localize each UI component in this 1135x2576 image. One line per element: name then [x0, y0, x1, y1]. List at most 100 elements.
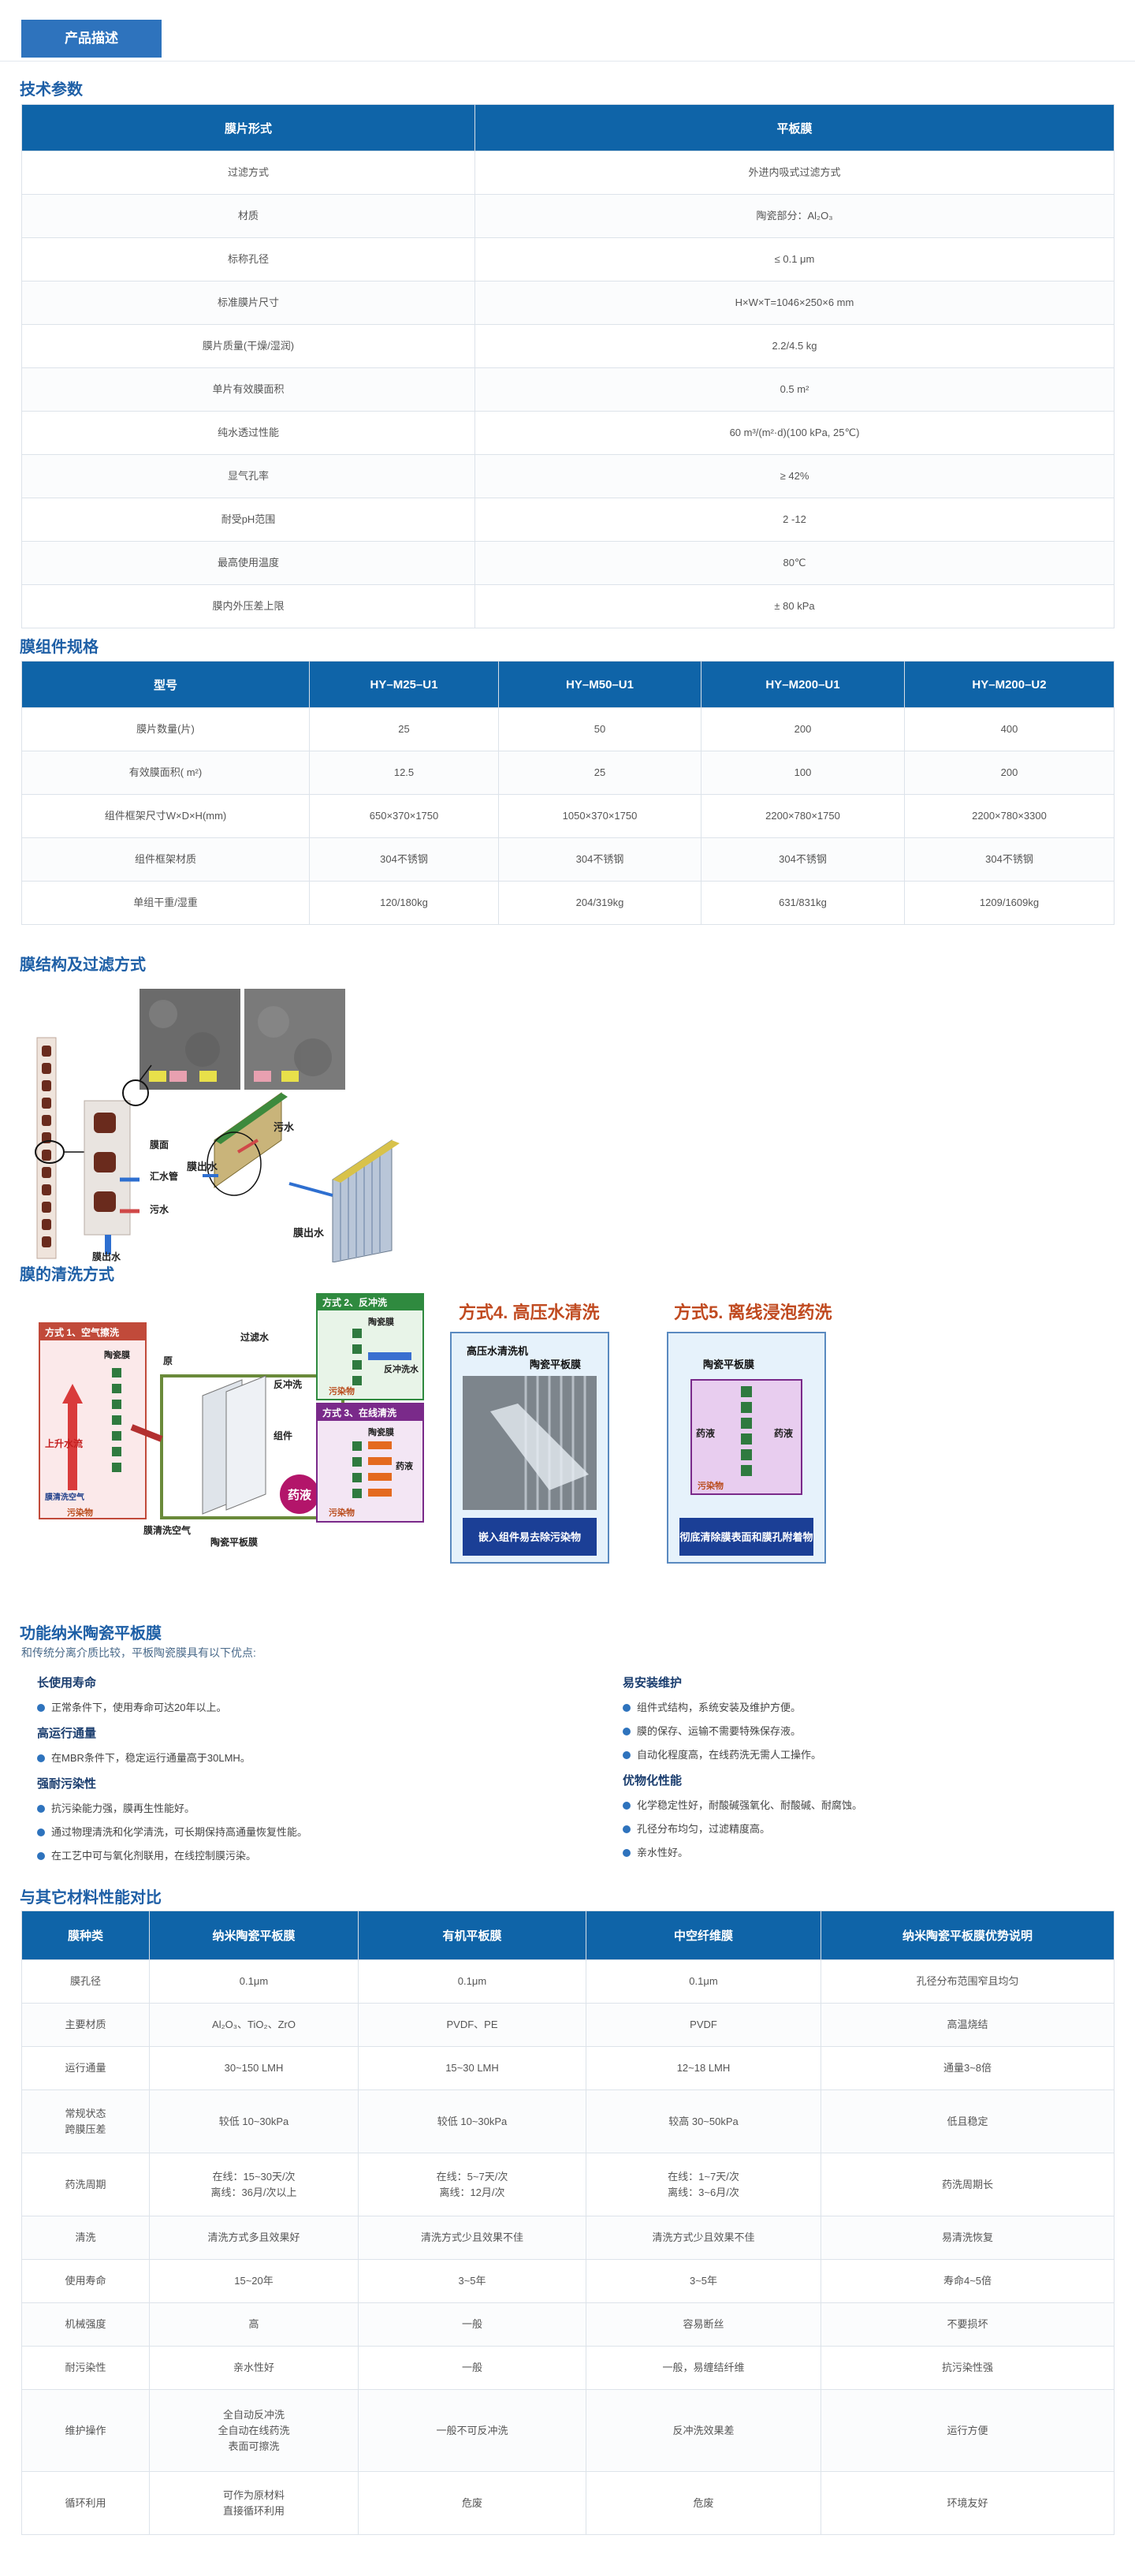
- method-2-pollutant: 污染物: [329, 1385, 355, 1396]
- table-cell: 容易断丝: [586, 2302, 821, 2347]
- center-module: 组件: [274, 1430, 292, 1441]
- feature-bullet: 化学稳定性好，耐酸碱强氧化、耐酸碱、耐腐蚀。: [623, 1794, 1111, 1817]
- feature-bullet: 组件式结构，系统安装及维护方便。: [623, 1696, 1111, 1720]
- table-cell: 清洗方式少且效果不佳: [358, 2216, 586, 2260]
- table-cell: 运行通量: [21, 2046, 150, 2090]
- table-cell: 2 -12: [474, 498, 1115, 542]
- table-cell: 孔径分布范围窄且均匀: [821, 1959, 1115, 2004]
- cleaning-methods-figure: 方式 1、空气擦洗 陶瓷膜 上升水流 膜清洗空气 污染物 原 过滤水 反冲洗 组…: [37, 1292, 841, 1589]
- feature-bullet: 膜的保存、运输不需要特殊保存液。: [623, 1720, 1111, 1743]
- method-5-chem-left: 药液: [696, 1427, 715, 1439]
- table-cell: 反冲洗效果差: [586, 2389, 821, 2472]
- table-cell: 2.2/4.5 kg: [474, 324, 1115, 368]
- method-4-title: 方式4. 高压水清洗: [459, 1303, 599, 1322]
- table-cell: 3~5年: [586, 2259, 821, 2303]
- table-cell: 亲水性好: [149, 2346, 359, 2390]
- center-back: 反冲洗: [274, 1378, 302, 1390]
- feature-group: 高运行通量在MBR条件下，稳定运行通量高于30LMH。: [37, 1724, 573, 1770]
- label-outlet-2: 膜出水: [187, 1161, 218, 1172]
- table-cell: 显气孔率: [21, 454, 475, 498]
- table-cell: 耐受pH范围: [21, 498, 475, 542]
- table-cell: 维护操作: [21, 2389, 150, 2472]
- table-cell: 一般不可反冲洗: [358, 2389, 586, 2472]
- table-cell: 危废: [586, 2471, 821, 2535]
- feature-group-title: 长使用寿命: [37, 1676, 97, 1690]
- table-cell: 过滤方式: [21, 151, 475, 195]
- table-cell: 全自动反冲洗全自动在线药洗表面可擦洗: [149, 2389, 359, 2472]
- table-row: 维护操作全自动反冲洗全自动在线药洗表面可擦洗一般不可反冲洗反冲洗效果差运行方便: [21, 2389, 1115, 2472]
- membrane-structure-figure: 膜面 汇水管 污水 膜出水 污水 膜出水 膜出水: [21, 982, 400, 1263]
- table-cell: 循环利用: [21, 2471, 150, 2535]
- table-row: 机械强度高一般容易断丝不要损坏: [21, 2302, 1115, 2347]
- table-cell: 100: [701, 751, 905, 795]
- label-sewage: 污水: [150, 1203, 169, 1215]
- table-cell: 304不锈钢: [498, 837, 701, 882]
- table-cell: 200: [701, 707, 905, 751]
- center-air: 膜清洗空气: [143, 1524, 191, 1536]
- method-5-note: 彻底清除膜表面和膜孔附着物: [679, 1531, 813, 1543]
- table-cell: 0.1μm: [586, 1959, 821, 2004]
- table-cell: 较高 30~50kPa: [586, 2090, 821, 2153]
- feature-group-title: 强耐污染性: [37, 1777, 97, 1791]
- table-row: 循环利用可作为原材料直接循环利用危废危废环境友好: [21, 2471, 1115, 2535]
- table-cell: 药洗周期: [21, 2153, 150, 2216]
- section-title-features: 功能纳米陶瓷平板膜: [20, 1625, 162, 1642]
- table-cell: ≥ 42%: [474, 454, 1115, 498]
- method-1-film: 陶瓷膜: [104, 1349, 130, 1360]
- table-cell: 2200×780×3300: [904, 794, 1115, 838]
- table-cell: 标称孔径: [21, 237, 475, 281]
- table-cell: 标准膜片尺寸: [21, 281, 475, 325]
- method-3-chem: 药液: [396, 1460, 414, 1471]
- center-filter: 过滤水: [240, 1331, 270, 1343]
- table-row: 显气孔率≥ 42%: [21, 454, 1115, 498]
- table-cell: 材质: [21, 194, 475, 238]
- table-header: HY–M25–U1: [309, 661, 499, 708]
- table-cell: 单组干重/湿重: [21, 881, 310, 925]
- table-row: 标称孔径≤ 0.1 μm: [21, 237, 1115, 281]
- method-1-air: 膜清洗空气: [45, 1492, 84, 1502]
- feature-group: 优物化性能化学稳定性好，耐酸碱强氧化、耐酸碱、耐腐蚀。孔径分布均匀，过滤精度高。…: [623, 1772, 1111, 1865]
- table-header: 型号: [21, 661, 310, 708]
- table-cell: 环境友好: [821, 2471, 1115, 2535]
- table-header: HY–M200–U2: [904, 661, 1115, 708]
- table-cell: 膜孔径: [21, 1959, 150, 2004]
- cleaning-diagram: 方式 1、空气擦洗 陶瓷膜 上升水流 膜清洗空气 污染物 原 过滤水 反冲洗 组…: [39, 1292, 832, 1564]
- method-2-back: 反冲洗水: [384, 1363, 419, 1374]
- section-title-tech: 技术参数: [20, 81, 83, 99]
- table-cell: 30~150 LMH: [149, 2046, 359, 2090]
- table-cell: 外进内吸式过滤方式: [474, 151, 1115, 195]
- structure-diagram: 膜面 汇水管 污水 膜出水 污水 膜出水 膜出水: [35, 989, 400, 1263]
- table-row: 材质陶瓷部分：Al₂O₃: [21, 194, 1115, 238]
- center-chem: 药液: [288, 1488, 312, 1502]
- table-cell: 膜片数量(片): [21, 707, 310, 751]
- table-cell: 1209/1609kg: [904, 881, 1115, 925]
- table-cell: 120/180kg: [309, 881, 499, 925]
- method-5-plate: 陶瓷平板膜: [703, 1359, 754, 1370]
- feature-group-title: 优物化性能: [623, 1774, 683, 1788]
- table-cell: 在线：5~7天/次离线：12月/次: [358, 2153, 586, 2216]
- table-cell: 清洗方式少且效果不佳: [586, 2216, 821, 2260]
- table-cell: Al₂O₃、TiO₂、ZrO: [149, 2003, 359, 2047]
- label-collector: 汇水管: [150, 1170, 178, 1182]
- table-cell: 12.5: [309, 751, 499, 795]
- table-cell: ≤ 0.1 μm: [474, 237, 1115, 281]
- center-raw: 原: [163, 1355, 173, 1366]
- features-subtitle: 和传统分离介质比较，平板陶瓷膜具有以下优点:: [21, 1646, 256, 1659]
- feature-bullet: 通过物理清洗和化学清洗，可长期保持高通量恢复性能。: [37, 1821, 573, 1844]
- features-right-column: 易安装维护组件式结构，系统安装及维护方便。膜的保存、运输不需要特殊保存液。自动化…: [623, 1674, 1111, 1870]
- feature-group: 易安装维护组件式结构，系统安装及维护方便。膜的保存、运输不需要特殊保存液。自动化…: [623, 1674, 1111, 1767]
- method-1-pollutant: 污染物: [67, 1507, 93, 1518]
- tab-product-description[interactable]: 产品描述: [21, 20, 162, 58]
- chem-circle: [280, 1474, 319, 1514]
- section-title-structure: 膜结构及过滤方式: [20, 956, 146, 974]
- table-header: 平板膜: [474, 104, 1115, 151]
- feature-bullet: 孔径分布均匀，过滤精度高。: [623, 1817, 1111, 1841]
- feature-group-title: 易安装维护: [623, 1676, 683, 1690]
